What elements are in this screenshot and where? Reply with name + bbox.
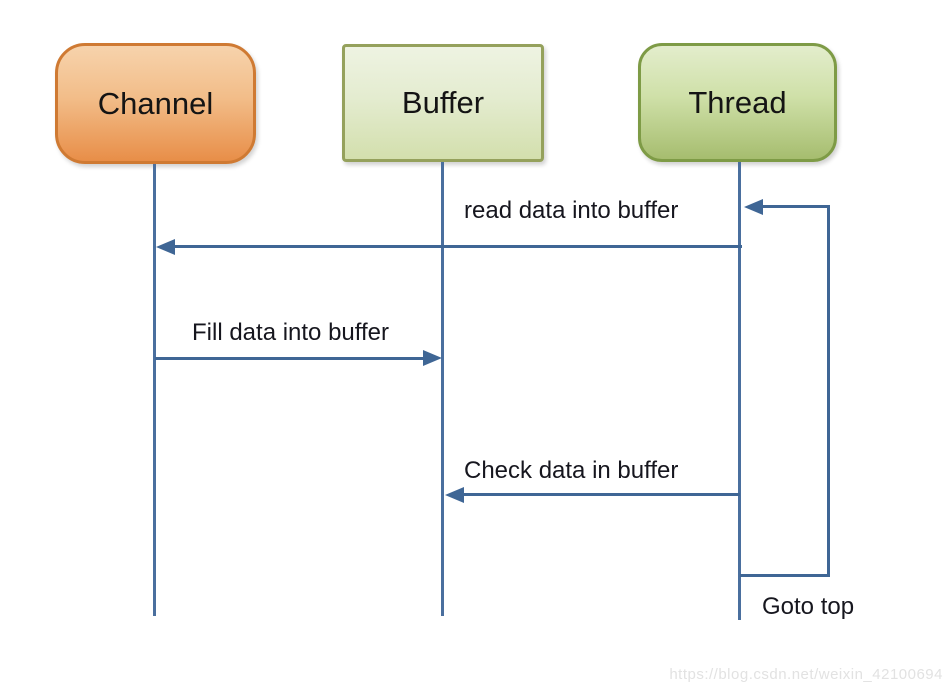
arrowhead-left-to-buffer [445,487,464,503]
actor-label-thread: Thread [688,84,787,120]
message-label-fill-data-into-buffer: Fill data into buffer [192,319,390,346]
arrowhead-right-to-buffer [423,350,442,366]
actor-label-channel: Channel [97,85,214,121]
loop-top-line [762,205,830,208]
actor-box-channel: Channel [55,43,256,164]
message-line-check-data [461,493,740,496]
arrowhead-left-to-channel [156,239,175,255]
channel-lifeline [153,164,156,616]
actor-box-thread: Thread [638,43,837,162]
message-label-goto-top: Goto top [762,593,855,620]
message-label-read-data-into-buffer: read data into buffer [464,197,679,224]
message-line-fill-data [155,357,425,360]
actor-box-buffer: Buffer [342,44,544,162]
thread-lifeline [738,162,741,620]
message-line-read-data [172,245,742,248]
buffer-lifeline [441,162,444,616]
loop-right-line [827,205,830,577]
arrowhead-left-to-thread [744,199,763,215]
actor-label-buffer: Buffer [401,85,485,120]
message-label-check-data-in-buffer: Check data in buffer [464,457,679,484]
loop-bottom-line [740,574,830,577]
csdn-watermark: https://blog.csdn.net/weixin_42100694 [669,666,943,683]
